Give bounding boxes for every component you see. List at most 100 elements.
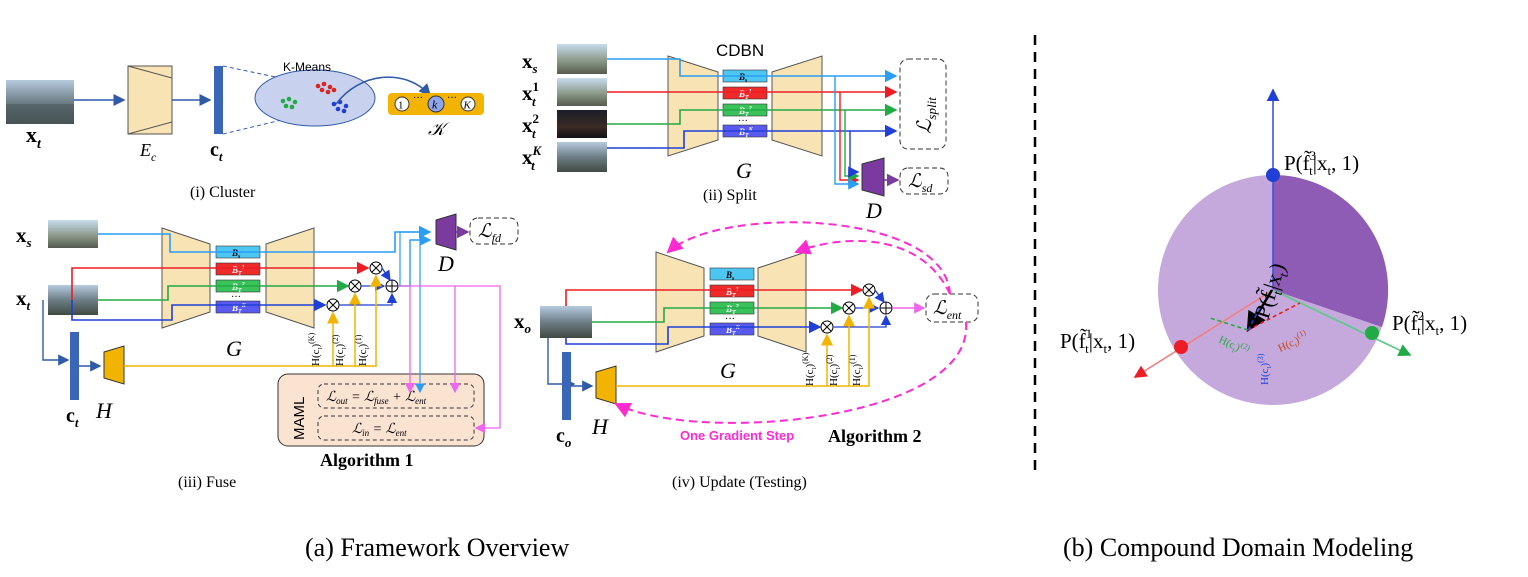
update-arrow-m1-sum xyxy=(874,289,885,304)
source-image xyxy=(557,44,607,74)
maml-label: MAML xyxy=(291,397,308,440)
split-path-t2 xyxy=(607,109,860,125)
point-3 xyxy=(1266,168,1280,182)
panel-update: xo Bs BT1 BT2 BTK ··· ℒent G xyxy=(514,221,979,491)
split-generator-label: G xyxy=(736,158,752,183)
update-feature-co xyxy=(562,352,571,420)
fuse-weight-1-label: H(ct)(1) xyxy=(354,334,371,366)
update-weight-2-label: H(ct)(2) xyxy=(825,354,842,386)
gradient-arc-hypernet xyxy=(614,321,968,424)
fuse-target-image xyxy=(48,285,98,315)
update-bn-ellipsis: ··· xyxy=(725,314,735,325)
point-2 xyxy=(1365,326,1379,340)
centroid-k xyxy=(427,95,445,113)
cluster-assignment-arrow xyxy=(335,76,432,105)
encoder-label: Ec xyxy=(139,140,157,164)
update-weight-path-1 xyxy=(616,296,875,387)
split-discriminator xyxy=(861,157,885,197)
loss-in-eq: ℒin = ℒent xyxy=(352,422,407,438)
update-weight-1-label: H(ct)(1) xyxy=(848,354,865,386)
bn-ellipsis: ··· xyxy=(738,116,748,127)
split-path-source xyxy=(607,58,860,77)
update-co-label: co xyxy=(556,425,572,450)
projection-1 xyxy=(1247,302,1301,331)
green-cluster-dots xyxy=(280,96,298,110)
fuse-decoder xyxy=(265,227,315,329)
update-hypernet xyxy=(595,365,617,405)
bn-t2-label: BT2 xyxy=(738,106,752,118)
arrow-t2-disc xyxy=(844,110,860,182)
update-bn-t2-label: BT2 xyxy=(725,304,739,316)
fuse-discriminator-label: D xyxy=(437,251,454,276)
target-image-2 xyxy=(557,110,607,138)
input-xt-label: xt xyxy=(26,122,42,152)
update-arrow-mK-sum xyxy=(833,314,892,328)
loss-in-box xyxy=(317,415,475,441)
centroid-k-label: k xyxy=(432,98,438,112)
update-encoder xyxy=(655,251,705,353)
update-mult-2-x xyxy=(844,303,854,313)
update-xo-label: xo xyxy=(514,309,532,336)
loss-fd-label: ℒfd xyxy=(478,221,502,245)
h3-label: H(ct)(3) xyxy=(1256,353,1273,385)
fuse-source-image xyxy=(48,220,98,248)
fuse-to-maml-cyan xyxy=(399,231,425,394)
centroid-K xyxy=(460,96,476,112)
fuse-bn-s-label: Bs xyxy=(231,248,241,260)
fuse-hypernet-label: H xyxy=(95,398,113,423)
loss-ent-label: ℒent xyxy=(933,298,962,322)
fuse-hypernet xyxy=(103,345,125,385)
fuse-arrow-m1-sum xyxy=(380,267,391,282)
fuse-path-t2 xyxy=(98,279,350,301)
update-weight-K-label: H(ct)(K) xyxy=(801,352,818,386)
bn-tK-label: BTK xyxy=(738,127,754,139)
loss-split-box xyxy=(899,58,947,150)
fuse-arrow-mK-sum xyxy=(339,292,398,306)
update-input-image xyxy=(540,306,592,338)
split-encoder xyxy=(667,55,719,157)
fuse-bn-blocks: Bs BT1 BT2 BTK ··· xyxy=(215,245,261,315)
update-path-t1 xyxy=(565,283,864,306)
split-path-tK xyxy=(607,130,860,149)
loss-sd-box xyxy=(899,167,949,195)
target-image-K xyxy=(557,142,607,172)
loss-sd-label: ℒsd xyxy=(908,171,933,195)
loss-fd-box xyxy=(469,217,519,245)
update-hypernet-label: H xyxy=(591,414,609,439)
caption-cluster: (i) Cluster xyxy=(190,184,256,201)
fuse-xs-label: xs xyxy=(16,223,32,250)
gradient-arc-decoder xyxy=(794,239,951,295)
update-mult-K-x xyxy=(822,322,832,332)
arrow-tK-disc xyxy=(848,131,860,178)
encoder-trapezoid xyxy=(127,65,173,135)
loss-split-label: ℒsplit xyxy=(914,97,939,134)
loss-out-box xyxy=(317,383,475,409)
fuse-bn-t1 xyxy=(215,262,261,276)
update-bn-source xyxy=(709,267,755,281)
update-mult-1-x xyxy=(864,285,874,295)
update-path-t2 xyxy=(592,301,844,323)
split-decoder xyxy=(771,55,823,157)
loss-out-eq: ℒout = ℒfuse + ℒent xyxy=(326,390,427,406)
centroid-K-label: K xyxy=(463,100,472,112)
domain-sector-3 xyxy=(1273,174,1389,327)
fuse-to-maml-pink xyxy=(398,285,501,434)
fuse-path-source xyxy=(98,225,432,253)
road-shading xyxy=(6,104,74,124)
update-decoder xyxy=(757,251,807,353)
cdbn-label: CDBN xyxy=(716,41,764,60)
caption-a: (a) Framework Overview xyxy=(305,533,569,562)
split-xs-label: xs xyxy=(522,49,538,76)
update-bn-tK xyxy=(709,322,755,336)
kmeans-ellipse xyxy=(254,69,376,127)
fuse-path-tK xyxy=(71,298,327,321)
axis-2 xyxy=(1272,289,1412,356)
feature-vector-ct xyxy=(214,66,223,134)
fuse-bn-tK-label: BTK xyxy=(231,303,247,315)
